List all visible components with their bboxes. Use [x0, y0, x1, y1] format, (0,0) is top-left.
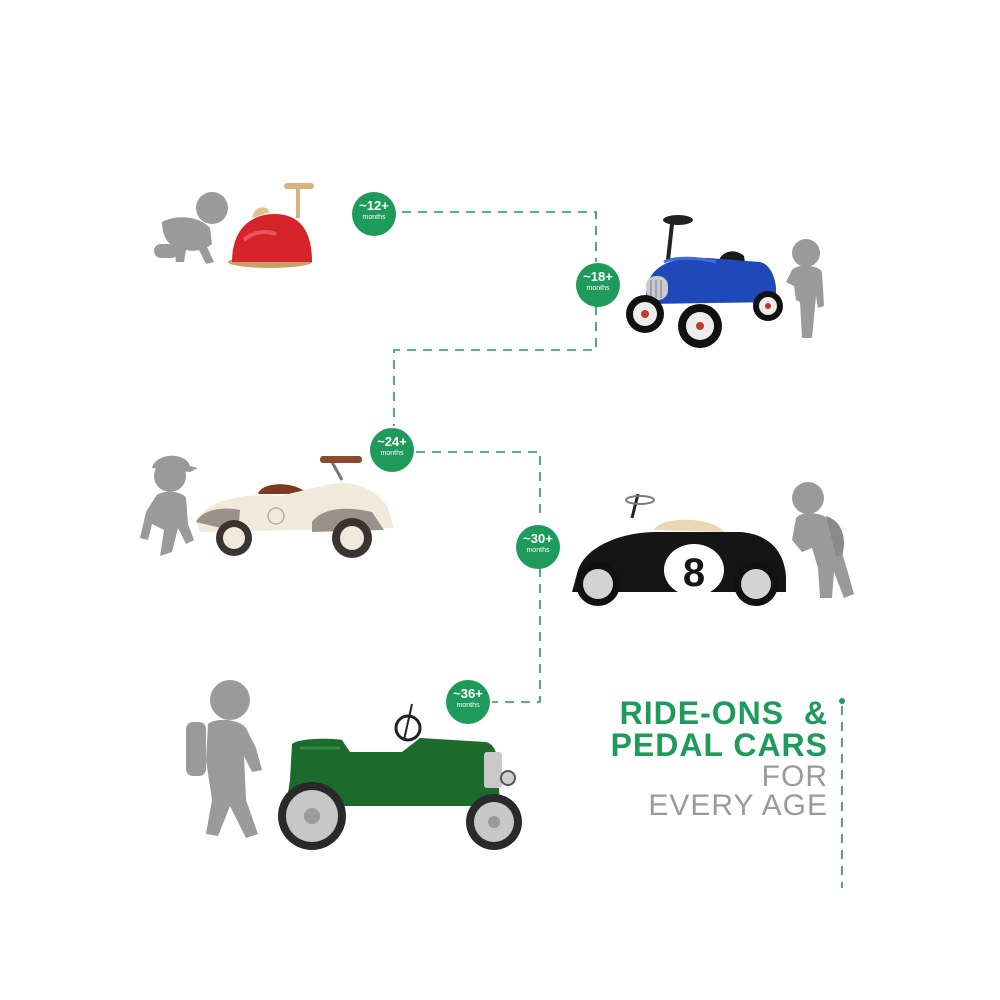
age-badge-unit: months [526, 547, 550, 554]
crawling-baby-icon [154, 192, 228, 264]
toddler-icon [786, 239, 824, 338]
headline-line-3: FOR [761, 760, 828, 793]
headline-line-2: PEDAL CARS [610, 727, 828, 763]
child-with-cap-icon [140, 455, 198, 556]
age-timeline-path [393, 211, 843, 888]
child-icon [792, 482, 854, 598]
race-number: 8 [683, 551, 705, 595]
black-racer-ride-on-image: 8 [572, 493, 786, 606]
age-badge-value: ~30+ [523, 531, 553, 546]
age-badge-unit: months [380, 450, 404, 457]
age-badge-value: ~12+ [359, 198, 389, 213]
age-badge-value: ~24+ [377, 434, 407, 449]
age-badge-36-months: ~36+ months [446, 680, 490, 724]
child-with-backpack-icon [186, 680, 262, 838]
age-badge-unit: months [456, 702, 480, 709]
headline-marker-dot [839, 698, 845, 704]
age-badge-30-months: ~30+ months [516, 525, 560, 569]
headline-line-1: RIDE-ONS & [619, 695, 828, 731]
age-badge-unit: months [362, 214, 386, 221]
age-badge-18-months: ~18+ months [576, 263, 620, 307]
age-badge-12-months: ~12+ months [352, 192, 396, 236]
blue-racer-ride-on-image [626, 215, 783, 348]
headline-line-4: EVERY AGE [648, 789, 828, 822]
age-badge-value: ~36+ [453, 686, 483, 701]
cream-speedster-ride-on-image [196, 456, 394, 558]
age-badge-value: ~18+ [583, 269, 613, 284]
green-pedal-car-image [278, 703, 522, 850]
wobble-ride-on-image [228, 183, 314, 268]
age-badge-unit: months [586, 285, 610, 292]
age-badge-24-months: ~24+ months [370, 428, 414, 472]
